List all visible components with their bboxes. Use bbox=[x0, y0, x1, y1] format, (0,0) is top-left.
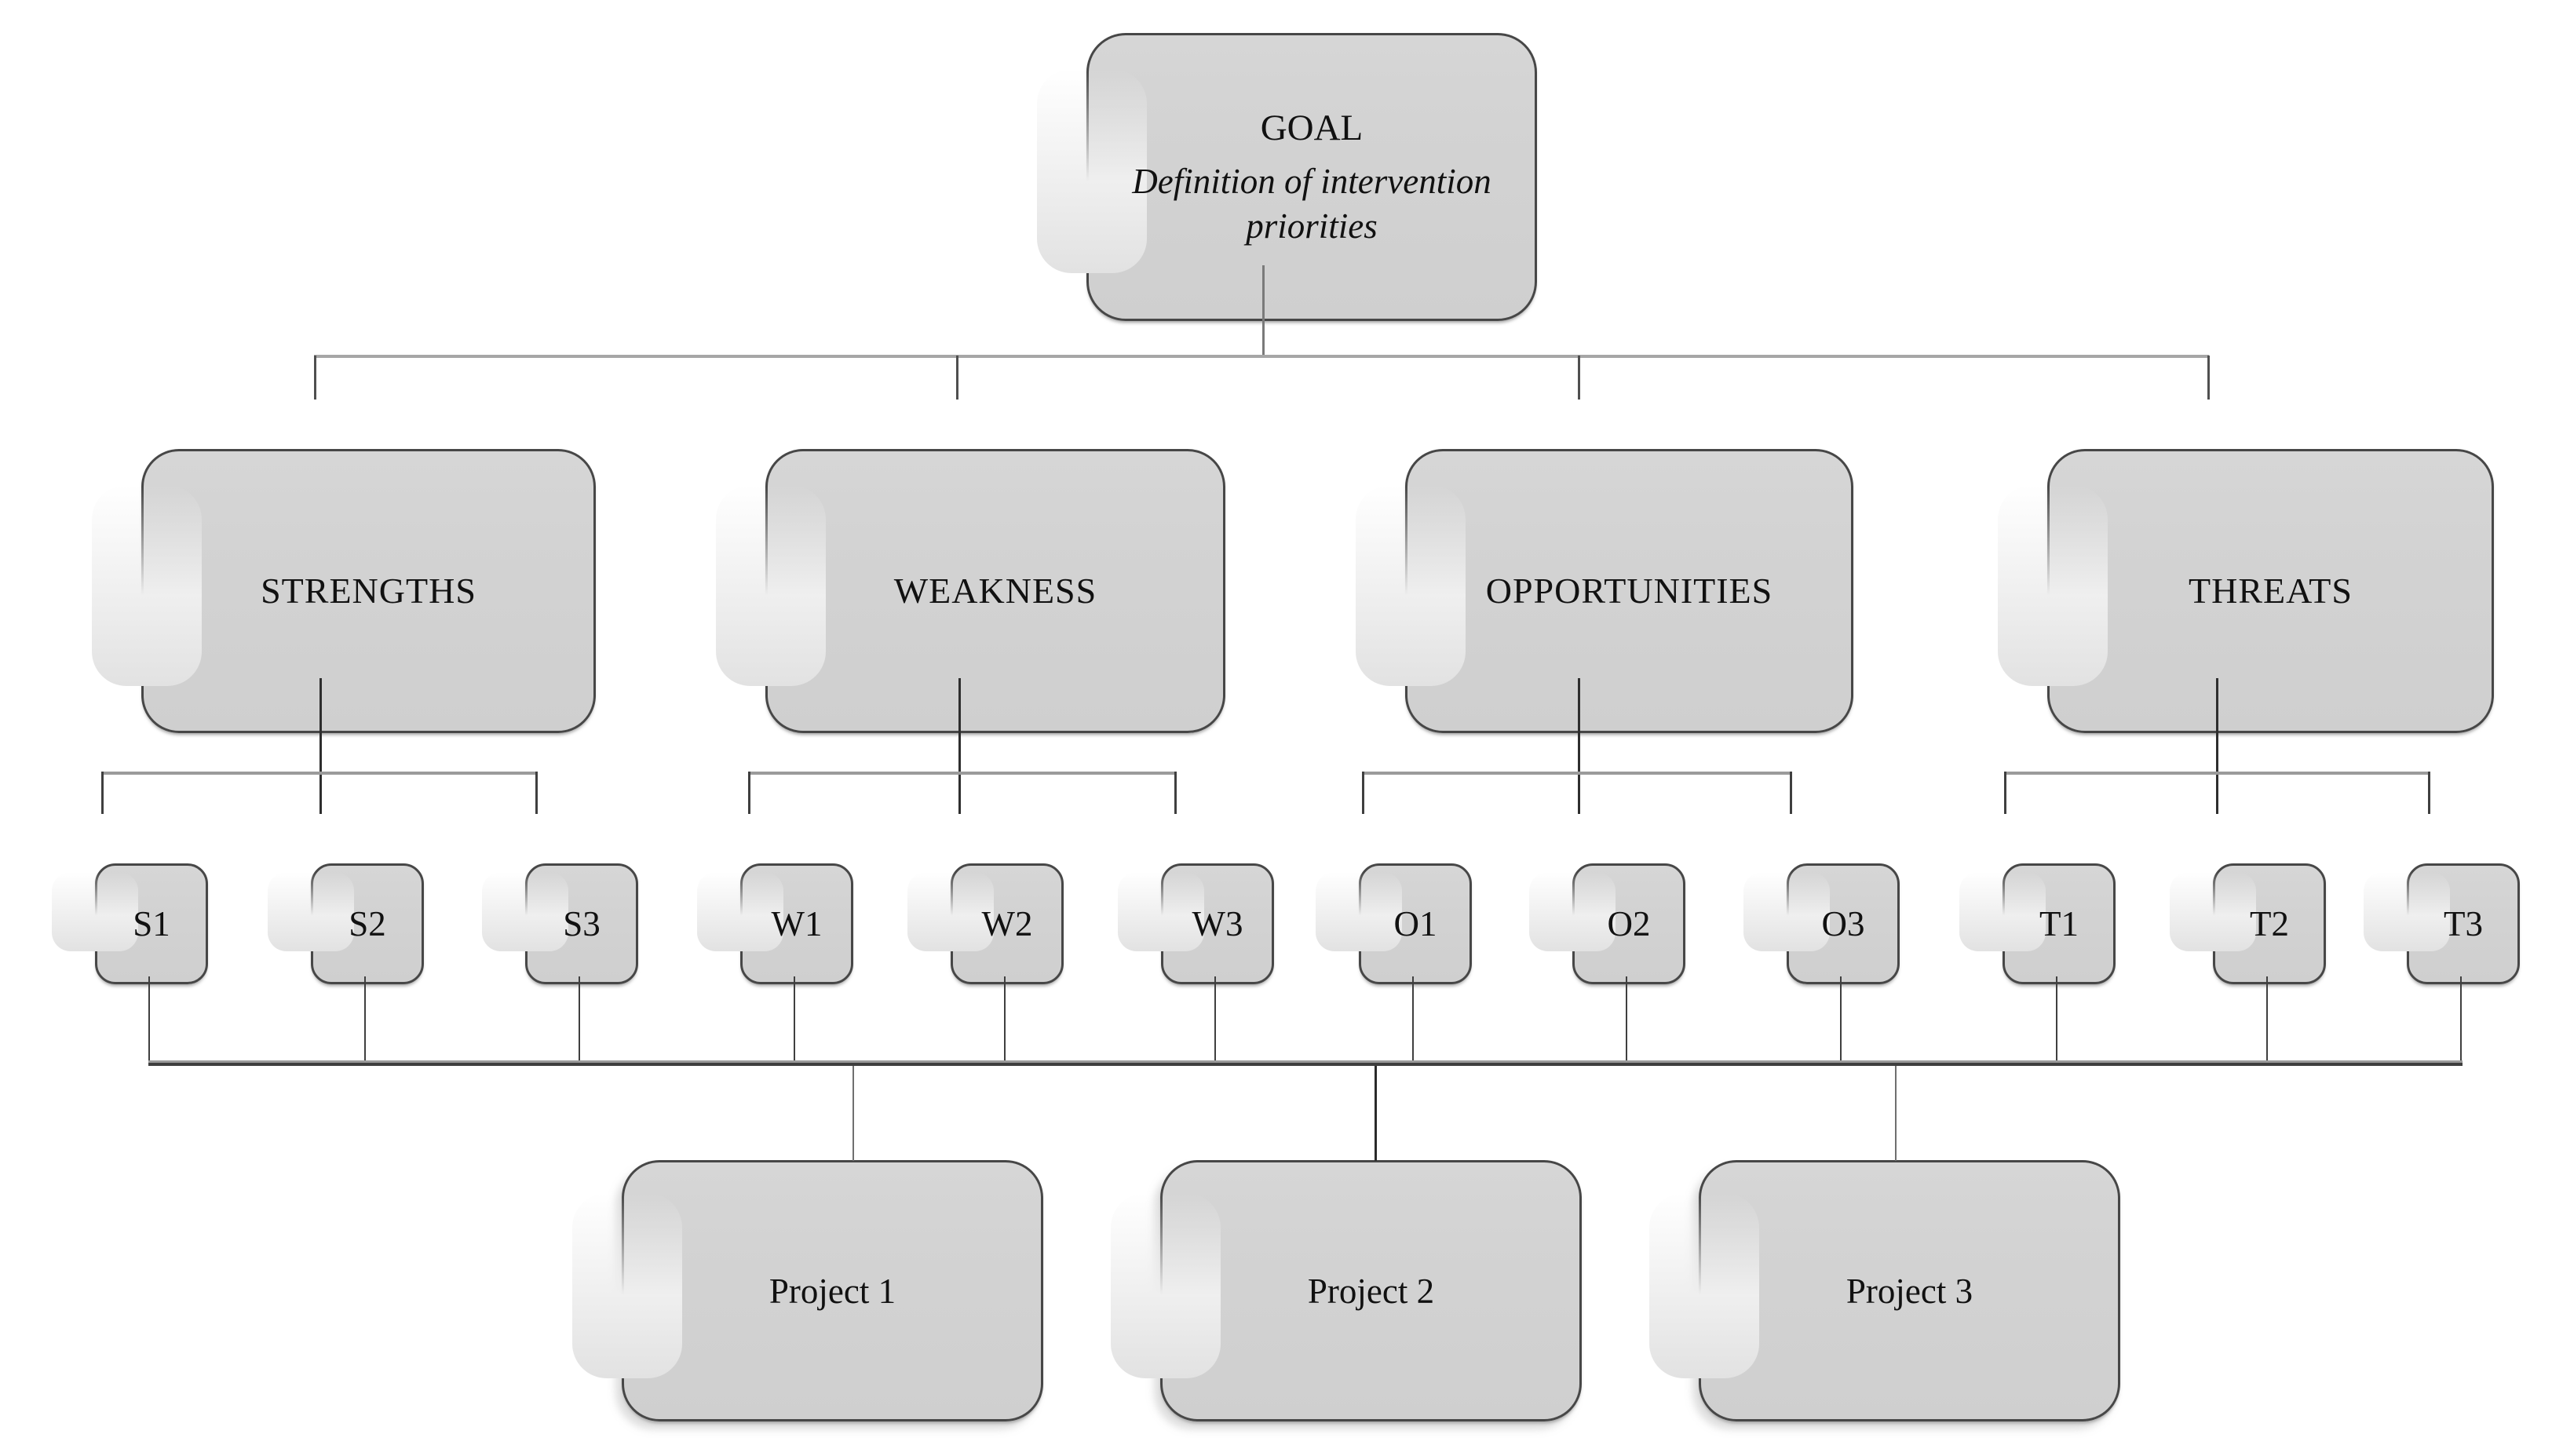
subcriterion-o3: O3 bbox=[1743, 863, 1900, 984]
connector-sub-stem bbox=[2056, 976, 2057, 1061]
alternative-project-2: Project 2 bbox=[1111, 1160, 1582, 1421]
connector-bracket-tick bbox=[748, 772, 750, 814]
connector-tick-strengths bbox=[314, 356, 316, 400]
subcriterion-label: W2 bbox=[981, 904, 1033, 943]
subcriterion-o1: O1 bbox=[1316, 863, 1472, 984]
subcriterion-w2: W2 bbox=[907, 863, 1064, 984]
connector-bracket-tick bbox=[1174, 772, 1177, 814]
connector-project1-drop bbox=[852, 1066, 854, 1161]
connector-strengths-bracket bbox=[101, 772, 538, 775]
connector-sub-stem bbox=[579, 976, 580, 1061]
alternative-label: Project 3 bbox=[1846, 1271, 1973, 1311]
connector-sub-stem bbox=[1004, 976, 1006, 1061]
alternative-project-1: Project 1 bbox=[572, 1160, 1043, 1421]
criterion-label: STRENGTHS bbox=[261, 571, 476, 611]
subcriterion-t3: T3 bbox=[2364, 863, 2520, 984]
subcriterion-w1: W1 bbox=[697, 863, 853, 984]
goal-title: GOAL bbox=[1260, 108, 1364, 149]
subcriterion-label: T1 bbox=[2039, 904, 2079, 943]
connector-project3-drop bbox=[1895, 1066, 1897, 1161]
subcriterion-label: W3 bbox=[1192, 904, 1243, 943]
connector-project2-drop bbox=[1375, 1066, 1377, 1161]
goal-node: GOAL Definition of intervention prioriti… bbox=[1037, 33, 1537, 321]
connector-bracket-tick bbox=[1790, 772, 1792, 814]
criterion-label: OPPORTUNITIES bbox=[1485, 571, 1773, 611]
subcriterion-t1: T1 bbox=[1959, 863, 2116, 984]
connector-strengths-stem bbox=[319, 678, 322, 814]
subcriterion-label: O3 bbox=[1821, 904, 1865, 943]
criterion-threats: THREATS bbox=[1998, 449, 2494, 733]
connector-sub-stem bbox=[148, 976, 150, 1061]
connector-opportunities-bracket bbox=[1362, 772, 1792, 775]
alternative-label: Project 1 bbox=[769, 1271, 896, 1311]
connector-bracket-tick bbox=[1362, 772, 1364, 814]
connector-bracket-tick bbox=[101, 772, 104, 814]
alternative-label: Project 2 bbox=[1307, 1271, 1435, 1311]
connector-tick-threats bbox=[2207, 356, 2210, 400]
connector-sub-stem bbox=[1840, 976, 1842, 1061]
connector-goal-stem bbox=[1262, 265, 1265, 358]
connector-sub-stem bbox=[2266, 976, 2268, 1061]
connector-sub-stem bbox=[1626, 976, 1627, 1061]
connector-weakness-stem bbox=[958, 678, 961, 814]
subcriterion-label: S3 bbox=[563, 904, 601, 943]
subcriterion-label: O2 bbox=[1607, 904, 1651, 943]
connector-bracket-tick bbox=[2428, 772, 2430, 814]
connector-sub-stem bbox=[794, 976, 795, 1061]
connector-weakness-bracket bbox=[748, 772, 1177, 775]
subcriterion-label: T2 bbox=[2250, 904, 2289, 943]
criterion-weakness: WEAKNESS bbox=[716, 449, 1225, 733]
goal-subtitle: Definition of intervention priorities bbox=[1132, 162, 1491, 246]
connector-sub-stem bbox=[1214, 976, 1216, 1061]
connector-threats-bracket bbox=[2004, 772, 2430, 775]
subcriterion-label: S1 bbox=[133, 904, 170, 943]
subcriterion-o2: O2 bbox=[1529, 863, 1685, 984]
criterion-opportunities: OPPORTUNITIES bbox=[1356, 449, 1853, 733]
connector-opportunities-stem bbox=[1578, 678, 1580, 814]
subcriterion-label: O1 bbox=[1393, 904, 1437, 943]
connector-sub-stem bbox=[364, 976, 366, 1061]
criterion-label: WEAKNESS bbox=[893, 571, 1097, 611]
subcriterion-label: T3 bbox=[2444, 904, 2483, 943]
subcriterion-t2: T2 bbox=[2170, 863, 2326, 984]
alternative-project-3: Project 3 bbox=[1649, 1160, 2120, 1421]
criterion-strengths: STRENGTHS bbox=[92, 449, 596, 733]
connector-level1-rail bbox=[314, 355, 2209, 358]
connector-sub-stem bbox=[2460, 976, 2462, 1061]
connector-tick-opportunities bbox=[1578, 356, 1580, 400]
subcriterion-s3: S3 bbox=[482, 863, 638, 984]
connector-sub-stem bbox=[1412, 976, 1414, 1061]
subcriterion-s1: S1 bbox=[52, 863, 208, 984]
subcriterion-label: S2 bbox=[349, 904, 386, 943]
connector-tick-weakness bbox=[956, 356, 958, 400]
criterion-label: THREATS bbox=[2189, 571, 2353, 611]
connector-bracket-tick bbox=[535, 772, 538, 814]
connector-threats-stem bbox=[2216, 678, 2218, 814]
subcriterion-w3: W3 bbox=[1118, 863, 1274, 984]
subcriterion-s2: S2 bbox=[268, 863, 424, 984]
connector-bottom-rail bbox=[148, 1060, 2463, 1066]
subcriterion-label: W1 bbox=[771, 904, 823, 943]
connector-bracket-tick bbox=[2004, 772, 2006, 814]
